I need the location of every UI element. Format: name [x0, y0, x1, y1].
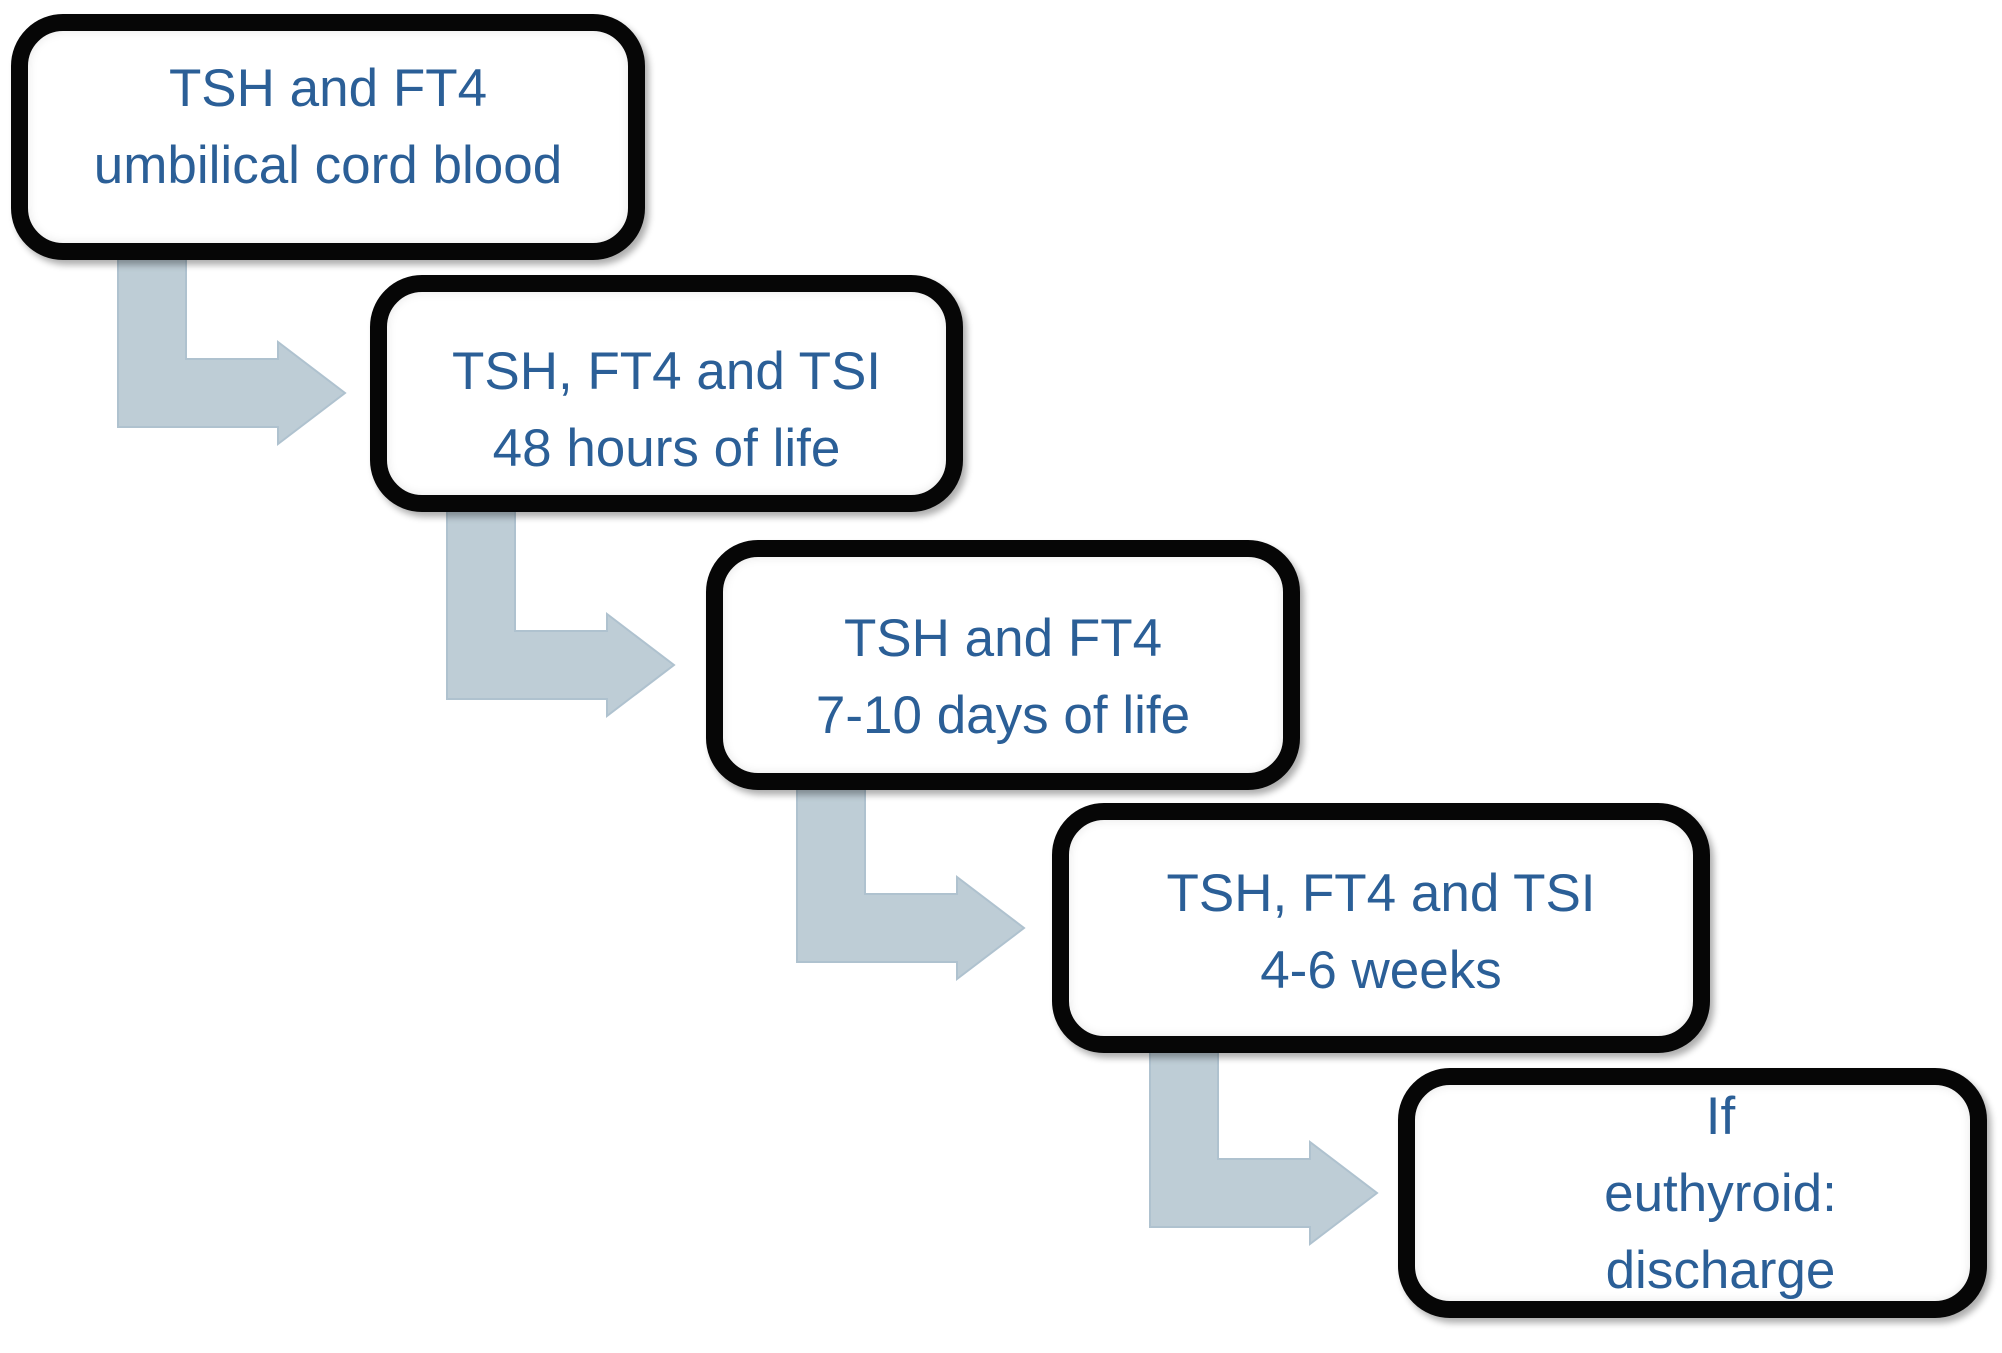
flow-node-7-10-days: TSH and FT4 7-10 days of life [706, 540, 1300, 790]
flow-node-text: TSH and FT4 umbilical cord blood [94, 50, 562, 204]
node-line: 4-6 weeks [1260, 941, 1502, 1000]
flow-node-discharge: If euthyroid: discharge [1398, 1068, 1987, 1318]
node-line: TSH, FT4 and TSI [451, 341, 882, 401]
node-line: 48 hours of life [492, 418, 841, 478]
node-line: If [1705, 1086, 1736, 1146]
flow-node-text: TSH, FT4 and TSI 4-6 weeks [1166, 855, 1595, 1009]
flow-node-cord-blood: TSH and FT4 umbilical cord blood [11, 14, 645, 260]
flow-node-text: If euthyroid: discharge [1604, 1078, 1837, 1309]
flow-node-48-hours: TSH, FT4 and TSI 48 hours of life [370, 275, 963, 512]
elbow-arrow-icon [796, 782, 1026, 982]
elbow-arrow-icon [1149, 1047, 1379, 1247]
elbow-arrow-icon [446, 507, 676, 719]
node-line: TSH, FT4 and TSI [1166, 864, 1596, 923]
flow-node-4-6-weeks: TSH, FT4 and TSI 4-6 weeks [1052, 803, 1710, 1053]
node-line: discharge [1605, 1240, 1836, 1300]
node-line: umbilical cord blood [93, 136, 563, 195]
node-line: euthyroid: [1604, 1163, 1837, 1223]
flow-node-text: TSH, FT4 and TSI 48 hours of life [452, 333, 881, 487]
node-line: TSH and FT4 [168, 59, 488, 118]
elbow-arrow-icon [117, 249, 347, 447]
flow-node-text: TSH and FT4 7-10 days of life [816, 600, 1190, 754]
node-line: 7-10 days of life [815, 686, 1191, 745]
node-line: TSH and FT4 [843, 609, 1163, 668]
